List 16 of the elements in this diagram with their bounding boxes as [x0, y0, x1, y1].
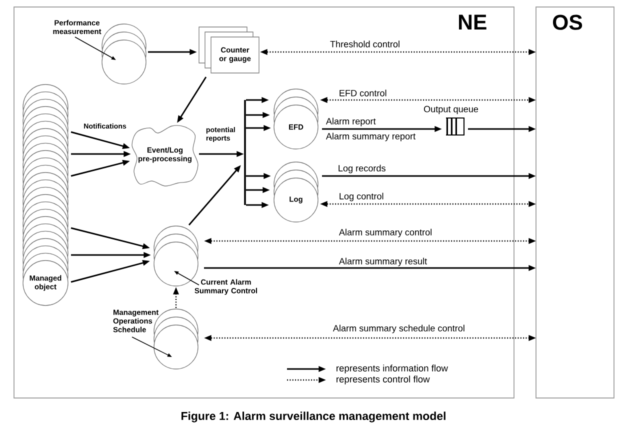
edge-label: Alarm summary schedule control: [332, 324, 464, 334]
edge-label: Log records: [338, 164, 386, 174]
system-panel: OS: [536, 6, 614, 398]
legend-text: represents control flow: [336, 376, 430, 384]
circle-stack: [154, 226, 198, 286]
edge-label: Log control: [340, 192, 384, 202]
queue-label: Output queue: [424, 106, 478, 114]
legend-text: represents information flow: [336, 364, 448, 374]
edge-label: Alarm summary result: [338, 258, 427, 266]
edge-label: Threshold control: [330, 40, 400, 48]
circle-stack: [102, 24, 146, 84]
flow-label: Alarm summary report: [326, 132, 416, 142]
figure-caption: Figure 1: Alarm surveillance management model: [182, 412, 446, 422]
edge-label: EFD control: [340, 90, 386, 96]
edge-label: Alarm summary control: [338, 228, 432, 238]
edge-label: Alarm report: [326, 118, 376, 126]
